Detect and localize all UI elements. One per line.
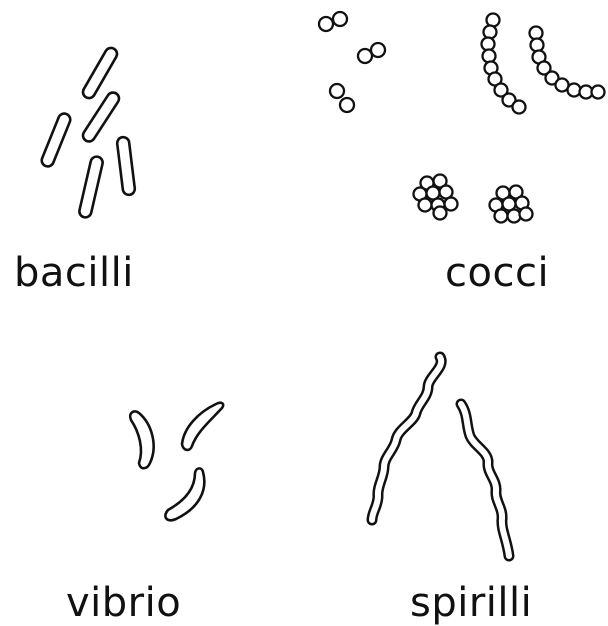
vibrio-cell bbox=[182, 403, 223, 450]
bacillus-rod bbox=[40, 112, 72, 168]
vibrio-group bbox=[130, 403, 223, 521]
diplococcus bbox=[319, 12, 347, 31]
vibrio-cell bbox=[130, 411, 153, 468]
spirillum-cell bbox=[372, 357, 441, 520]
spirilli-label: spirilli bbox=[410, 583, 532, 623]
bacilli-group bbox=[40, 46, 136, 219]
bacillus-rod bbox=[78, 155, 104, 218]
streptococcus-chain bbox=[482, 14, 526, 114]
vibrio-label: vibrio bbox=[66, 583, 181, 623]
streptococcus-chain bbox=[530, 27, 605, 99]
cocci-group bbox=[319, 12, 605, 223]
staphylococcus-cluster bbox=[490, 186, 533, 223]
bacilli-label: bacilli bbox=[14, 253, 134, 293]
diplococcus bbox=[330, 84, 354, 112]
diplococcus bbox=[358, 43, 385, 63]
spirillum-cell bbox=[461, 404, 509, 556]
bacillus-rod bbox=[117, 136, 136, 195]
cocci-label: cocci bbox=[445, 253, 549, 293]
spirilli-group bbox=[372, 357, 509, 556]
staphylococcus-cluster bbox=[414, 175, 458, 220]
vibrio-cell bbox=[165, 468, 204, 520]
